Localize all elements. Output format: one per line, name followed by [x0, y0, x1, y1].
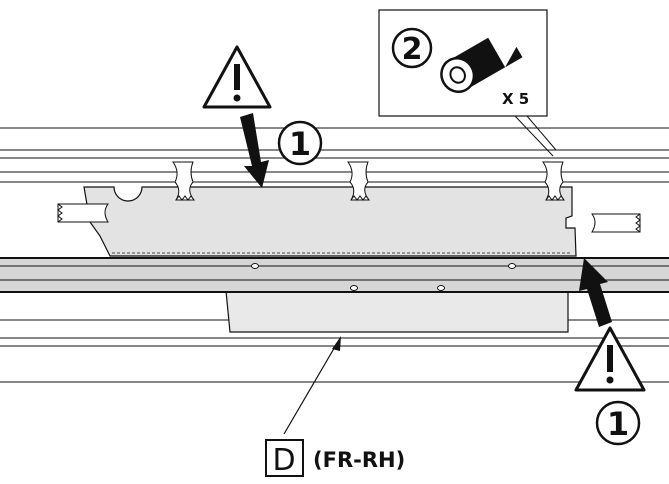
tape-roll-icon [440, 37, 523, 94]
rail [0, 257, 669, 293]
upper-trim-panel [83, 186, 577, 257]
tape-pieces [57, 161, 641, 233]
part-letter: D [272, 443, 295, 478]
rail-hole [251, 263, 259, 269]
step-2-number: 2 [402, 32, 423, 67]
step-1-badge-bottom [595, 400, 641, 446]
rail-holes [251, 263, 516, 291]
part-label: D (FR-RH) [265, 439, 405, 478]
rail-hole [437, 285, 445, 291]
warning-triangle-icon [574, 326, 646, 392]
tape-callout-leaders [514, 115, 557, 157]
part-letter-box [265, 439, 304, 477]
tape-quantity: X 5 [502, 90, 529, 108]
tape-piece [591, 213, 641, 233]
step-1-number: 1 [289, 125, 311, 163]
step-2-badge [391, 27, 433, 69]
warning-triangle-icon [202, 45, 272, 109]
background-lines-upper [0, 127, 669, 183]
part-position: (FR-RH) [313, 448, 405, 472]
tape-callout-box: 2 X 5 [378, 9, 548, 117]
lower-panel-d [225, 290, 569, 333]
tape-piece [57, 203, 109, 223]
part-d-leader [283, 336, 341, 435]
step-1-bottom-number: 1 [607, 405, 629, 443]
rail-hole [350, 285, 358, 291]
pointing-arrow-icon [240, 113, 269, 188]
rail-hole [508, 263, 516, 269]
pointing-arrow-icon [579, 258, 612, 327]
step-1-badge [277, 120, 323, 166]
